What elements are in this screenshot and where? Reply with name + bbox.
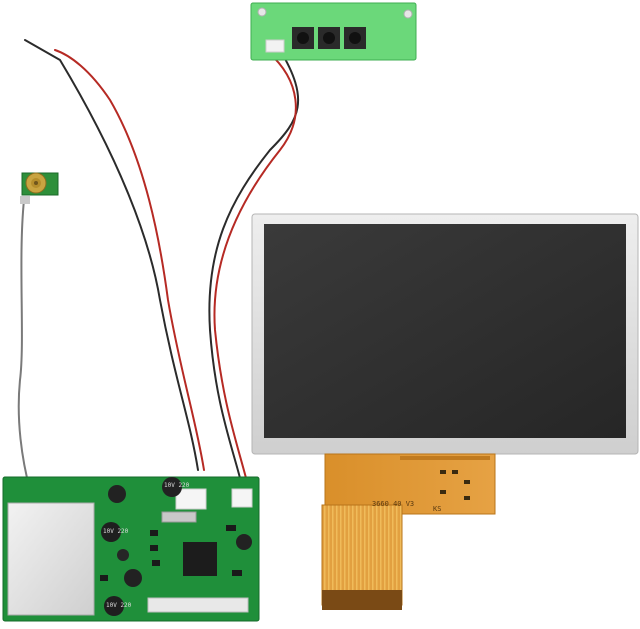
capacitors xyxy=(101,477,252,616)
wire-bundle xyxy=(17,39,300,491)
flex-cable-print: 3660 40 V3 xyxy=(372,500,415,508)
lcd-flex-cable xyxy=(321,453,496,610)
tactile-buttons xyxy=(292,27,366,49)
lcd-display xyxy=(251,213,639,455)
capacitor-label-2: 10V 220 xyxy=(103,528,129,535)
flex-cable-mark: KS xyxy=(433,505,442,513)
smd-parts xyxy=(100,525,242,581)
sma-antenna-connector xyxy=(20,172,59,204)
capacitor-label-1: 10V 220 xyxy=(164,482,190,489)
capacitor-label-3: 10V 220 xyxy=(106,602,132,609)
receiver-main-board xyxy=(2,476,260,622)
button-board xyxy=(250,2,417,61)
